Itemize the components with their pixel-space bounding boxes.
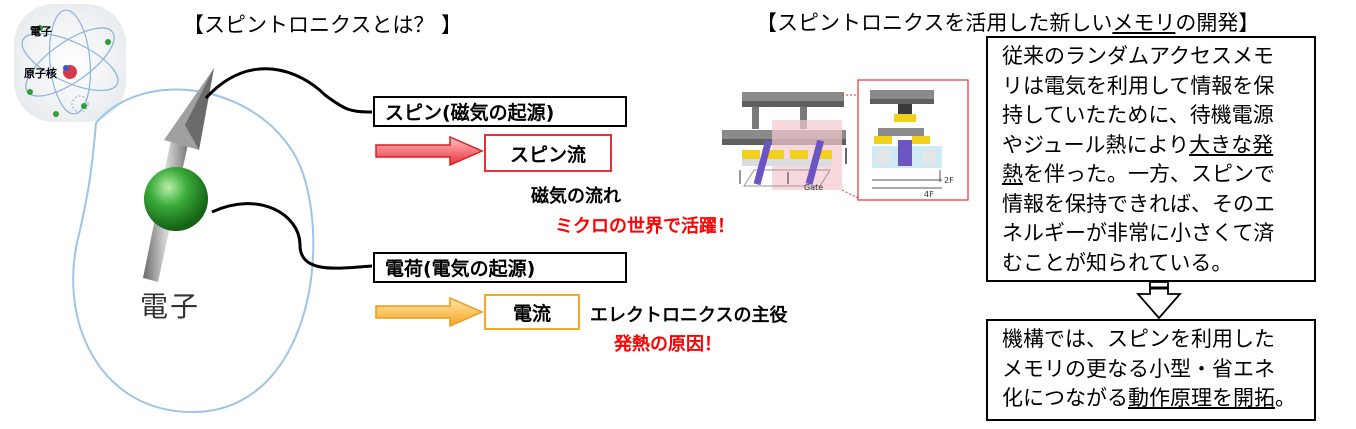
new-mechanism-textbox: 機構では、スピンを利用した メモリの更なる小型・省エネ 化につながる動作原理を開… <box>986 319 1316 421</box>
box1-line-8: むことが知られている。 <box>1002 250 1233 275</box>
atom-illustration <box>14 4 126 122</box>
spin-origin-label: スピン(磁気の起源) <box>385 102 555 124</box>
right-title-underlined: メモリ <box>1112 11 1176 35</box>
atom-electron-label: 電子 <box>30 25 52 38</box>
spin-note: 磁気の流れ <box>531 186 621 207</box>
box1-line-7: ネルギーが非常に小さくて済 <box>1002 221 1275 245</box>
spin-flow-arrow <box>375 135 484 167</box>
box1-line-5-text: を伴った。一方、スピンで <box>1023 162 1275 186</box>
box2-line-3: 化につながる動作原理を開拓。 <box>1002 384 1306 414</box>
spin-callout-line <box>204 67 373 114</box>
spin-origin-box: スピン(磁気の起源) <box>373 96 627 127</box>
charge-current-box: 電流 <box>484 294 580 330</box>
electron-label: 電子 <box>140 290 201 323</box>
box1-line-5: 熱を伴った。一方、スピンで <box>1002 160 1306 190</box>
spin-highlight: ミクロの世界で活躍！ <box>555 216 735 237</box>
box1-underline-2: 熱 <box>1002 162 1023 186</box>
box2-line-1: 機構では、スピンを利用した <box>1002 327 1275 351</box>
charge-flow-arrow <box>375 296 484 328</box>
electron-bubble-outline <box>72 88 315 414</box>
box1-line-2: リは電気を利用して情報を保 <box>1002 73 1275 98</box>
atom-nucleus-label: 原子核 <box>24 67 57 80</box>
memory-device-figure: Gate 2F 4F <box>722 79 969 201</box>
spin-current-label: スピン流 <box>509 143 586 166</box>
box2-line-2: メモリの更なる小型・省エネ <box>1002 356 1275 381</box>
box1-underline-1: 大きな発 <box>1189 132 1274 157</box>
box2-line-3-pre: 化につながる <box>1002 386 1128 410</box>
right-title-post: の開発】 <box>1175 11 1260 35</box>
svg-text:2F: 2F <box>944 176 954 185</box>
right-title-pre: 【スピントロニクスを活用した新しい <box>756 11 1113 35</box>
box1-line-6: 情報を保持できれば、そのエ <box>1002 191 1275 216</box>
svg-text:4F: 4F <box>924 190 934 199</box>
left-title: 【スピントロニクスとは？ 】 <box>183 13 463 37</box>
svg-text:Gate: Gate <box>804 183 823 192</box>
down-arrow <box>1136 281 1182 320</box>
box2-underline: 動作原理を開拓 <box>1128 386 1275 410</box>
charge-current-label: 電流 <box>512 302 551 325</box>
right-title: 【スピントロニクスを活用した新しいメモリの開発】 <box>756 7 1259 37</box>
charge-note: エレクトロニクスの主役 <box>590 305 788 326</box>
box1-line-4: やジュール熱により大きな発 <box>1002 131 1306 161</box>
charge-callout-line <box>211 202 373 270</box>
electron-ball <box>144 167 208 231</box>
spin-current-box: スピン流 <box>484 134 612 172</box>
conventional-memory-textbox: 従来のランダムアクセスメモ リは電気を利用して情報を保 持していたために、待機電… <box>986 36 1316 282</box>
charge-origin-box: 電荷(電気の起源) <box>373 252 627 283</box>
charge-highlight: 発熱の原因！ <box>614 334 722 355</box>
box1-line-1: 従来のランダムアクセスメモ <box>1002 44 1274 68</box>
box2-line-3-post: 。 <box>1275 386 1296 410</box>
box1-line-4-text: やジュール熱により <box>1002 132 1190 157</box>
charge-origin-label: 電荷(電気の起源) <box>385 258 536 280</box>
box1-line-3: 持していたために、待機電源 <box>1002 103 1274 127</box>
